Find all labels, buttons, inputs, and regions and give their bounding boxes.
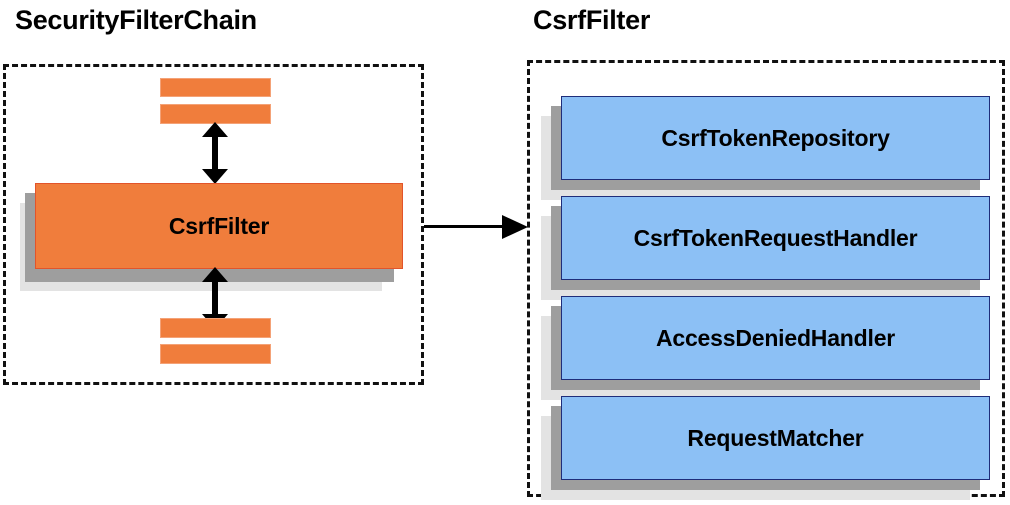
collaborator-label: RequestMatcher xyxy=(561,396,990,480)
security-filter-chain-group xyxy=(3,64,424,385)
csrf-filter-label: CsrfFilter xyxy=(35,183,403,269)
filter-bar-below-1 xyxy=(160,318,271,338)
collaborator-card-csrf-token-request-handler[interactable]: CsrfTokenRequestHandler xyxy=(541,196,990,302)
filter-bar-below-2 xyxy=(160,344,271,364)
filter-bar-above-1 xyxy=(160,78,271,97)
arrow-head-right-icon xyxy=(502,215,528,239)
collaborator-card-access-denied-handler[interactable]: AccessDeniedHandler xyxy=(541,296,990,402)
collaborator-card-csrf-token-repository[interactable]: CsrfTokenRepository xyxy=(541,96,990,202)
filter-bar-above-2 xyxy=(160,104,271,124)
page-title-security-filter-chain: SecurityFilterChain xyxy=(15,5,257,35)
collaborator-label: CsrfTokenRepository xyxy=(561,96,990,180)
arrow-head-up-icon xyxy=(202,267,228,282)
collaborator-label: AccessDeniedHandler xyxy=(561,296,990,380)
collaborator-card-request-matcher[interactable]: RequestMatcher xyxy=(541,396,990,502)
collaborator-label: CsrfTokenRequestHandler xyxy=(561,196,990,280)
arrow-head-down-icon xyxy=(202,169,228,184)
csrffilter-detail-arrow xyxy=(424,215,528,239)
arrow-shaft xyxy=(424,225,513,228)
arrow-head-up-icon xyxy=(202,122,228,137)
page-title-csrf-filter: CsrfFilter xyxy=(533,5,651,35)
csrf-filter-card[interactable]: CsrfFilter xyxy=(20,183,403,293)
arrow-shaft xyxy=(212,280,218,316)
arrow-shaft xyxy=(212,135,218,171)
filter-chain-arrow-above xyxy=(202,122,228,184)
